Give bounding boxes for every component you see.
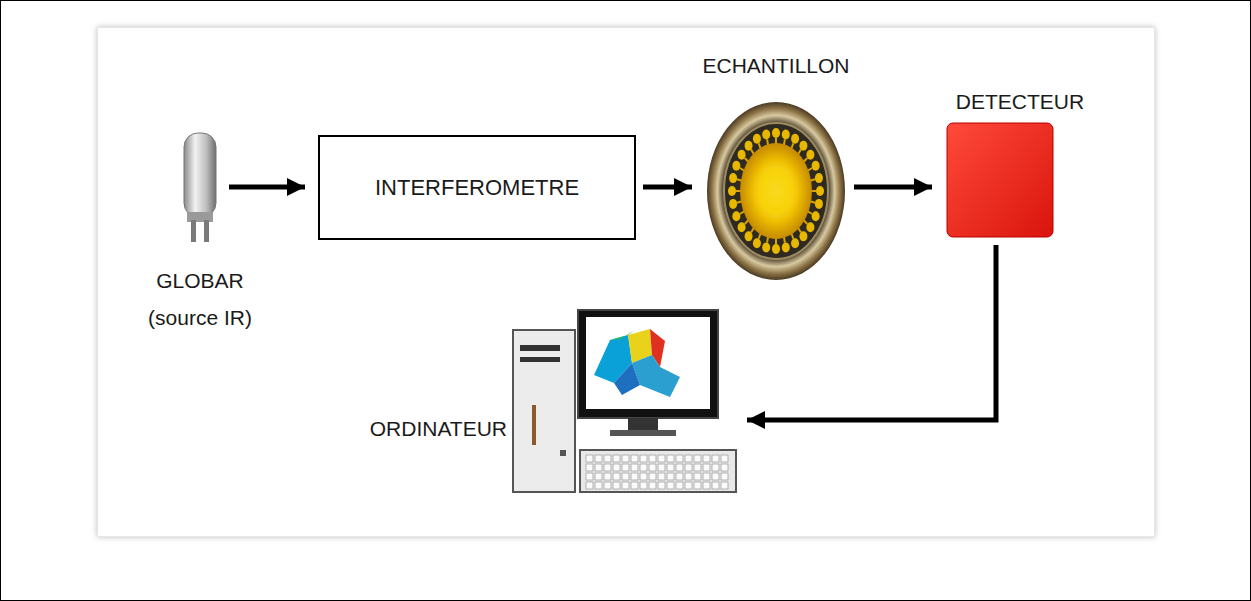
- component-label: GLOBAR (source IR): [135, 262, 265, 336]
- globar-illustration: [178, 130, 222, 245]
- component-node: ECHANTILLON: [700, 50, 852, 285]
- flow-arrow: [643, 185, 692, 190]
- box-label: INTERFEROMETRE: [320, 175, 634, 201]
- component-node: GLOBAR (source IR): [130, 130, 270, 345]
- component-node: ORDINATEUR: [295, 305, 740, 497]
- component-label: ECHANTILLON: [680, 54, 872, 78]
- sample-disc: [705, 100, 847, 282]
- component-label: DETECTEUR: [925, 90, 1115, 114]
- component-label: ORDINATEUR: [295, 417, 507, 441]
- flow-arrow: [229, 185, 305, 190]
- component-node: DETECTEUR: [935, 86, 1105, 246]
- computer-illustration: [510, 305, 740, 497]
- detector-block: [945, 121, 1057, 241]
- process-box: INTERFEROMETRE: [318, 135, 636, 240]
- flow-arrow: [854, 185, 932, 190]
